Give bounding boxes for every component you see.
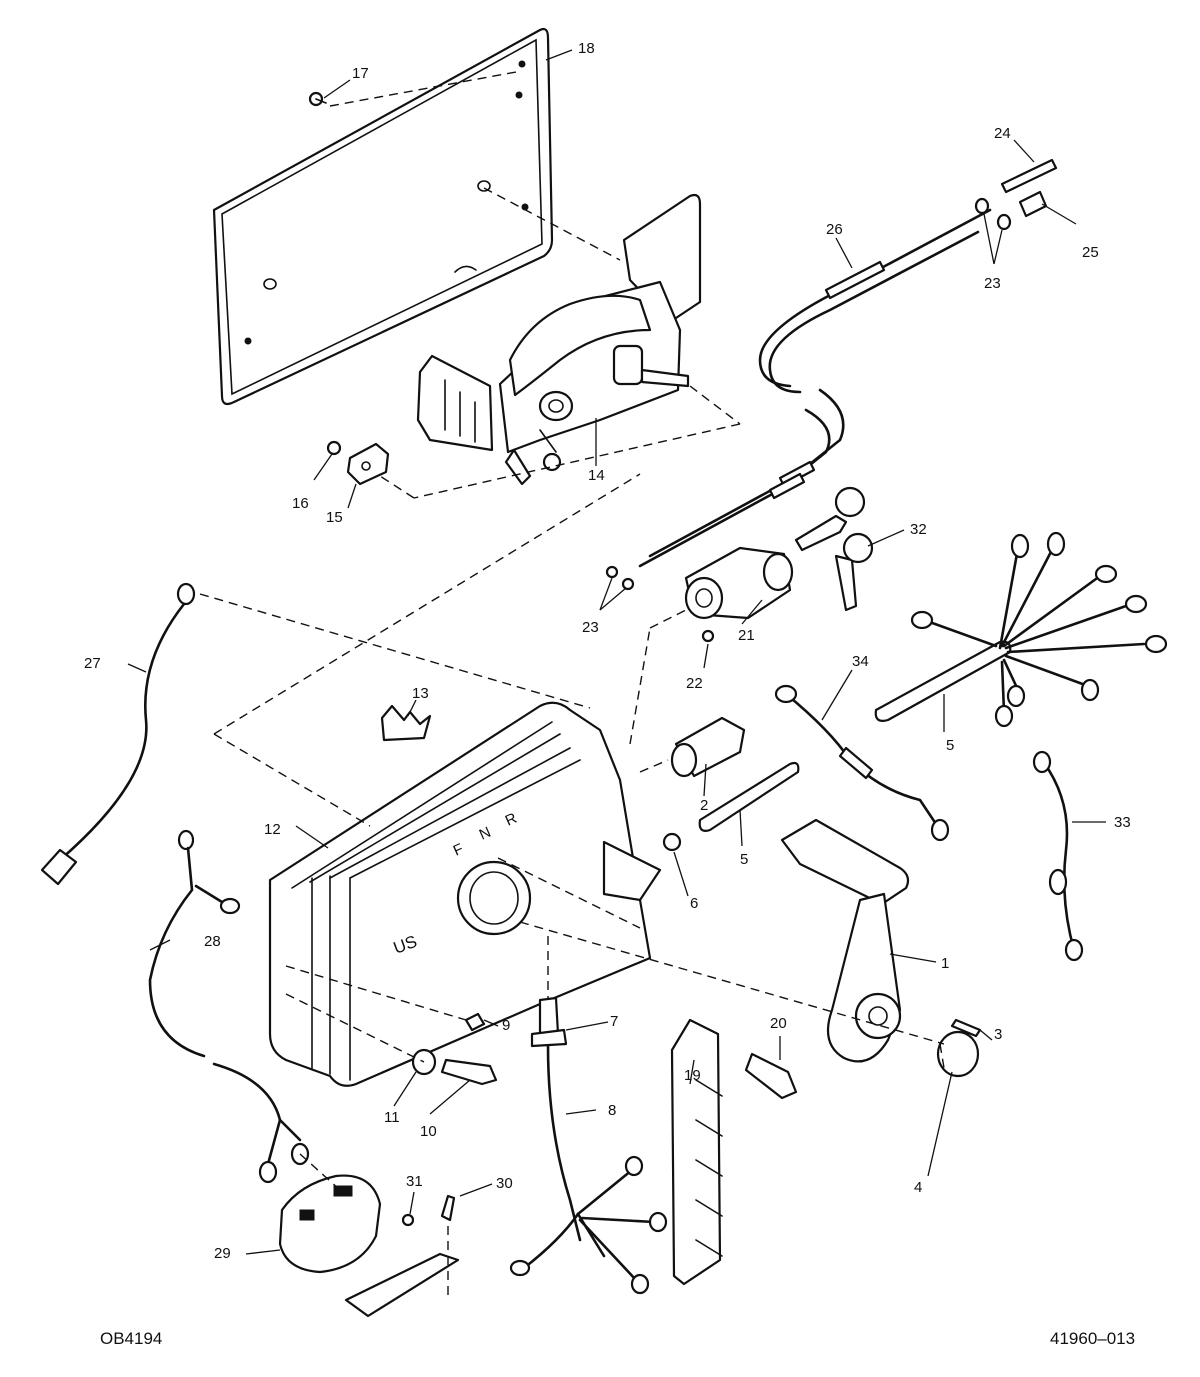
bolt-10 bbox=[440, 1058, 498, 1086]
wire-lead-33 bbox=[1032, 750, 1084, 962]
callout-28: 28 bbox=[204, 933, 221, 950]
cap-4 bbox=[936, 1030, 980, 1078]
callout-32: 32 bbox=[910, 521, 927, 538]
callout-9: 9 bbox=[502, 1017, 510, 1034]
leader-lines bbox=[127, 49, 1106, 1255]
nut-22 bbox=[701, 629, 715, 643]
callout-33: 33 bbox=[1114, 814, 1131, 831]
nut-16 bbox=[326, 440, 342, 456]
callout-13: 13 bbox=[412, 685, 429, 702]
callout-30: 30 bbox=[496, 1175, 513, 1192]
figure-code-right: 41960–013 bbox=[1050, 1329, 1135, 1348]
screw-17 bbox=[308, 91, 327, 107]
figure-code-left: OB4194 bbox=[100, 1329, 162, 1348]
screw-3 bbox=[950, 1018, 982, 1038]
lanyard bbox=[774, 684, 950, 842]
ignition-switch bbox=[684, 546, 794, 620]
callout-20: 20 bbox=[770, 1015, 787, 1032]
callout-17: 17 bbox=[352, 65, 369, 82]
fasteners-23-24-25 bbox=[974, 158, 1058, 231]
callout-27: 27 bbox=[84, 655, 101, 672]
callout-7: 7 bbox=[610, 1013, 618, 1030]
callout-26: 26 bbox=[826, 221, 843, 238]
callout-18: 18 bbox=[578, 40, 595, 57]
callout-5a: 5 bbox=[946, 737, 954, 754]
washer-6 bbox=[662, 832, 682, 852]
callout-labels: 1 2 3 4 5 5 6 7 8 9 10 11 12 13 14 15 16… bbox=[84, 40, 1131, 1262]
wire-lead-28 bbox=[148, 829, 310, 1184]
screw-30-31 bbox=[401, 1194, 456, 1227]
callout-5b: 5 bbox=[740, 851, 748, 868]
callout-6: 6 bbox=[690, 895, 698, 912]
callout-23-upper: 23 bbox=[984, 275, 1001, 292]
bracket-15 bbox=[346, 442, 390, 486]
callout-15: 15 bbox=[326, 509, 343, 526]
callout-29: 29 bbox=[214, 1245, 231, 1262]
control-housing: US F N R bbox=[268, 701, 662, 1087]
warning-horn bbox=[278, 1174, 460, 1318]
terminal-block bbox=[670, 1018, 723, 1286]
callout-23-lower: 23 bbox=[582, 619, 599, 636]
callout-2: 2 bbox=[700, 797, 708, 814]
screw-9 bbox=[464, 1012, 486, 1032]
callout-22: 22 bbox=[686, 675, 703, 692]
control-handle bbox=[780, 818, 910, 1063]
wire-lead-27 bbox=[40, 582, 196, 886]
mounting-plate bbox=[212, 27, 554, 406]
callout-19: 19 bbox=[684, 1067, 701, 1084]
control-mechanism bbox=[416, 193, 702, 486]
callout-1: 1 bbox=[941, 955, 949, 972]
callout-24: 24 bbox=[994, 125, 1011, 142]
harness-8 bbox=[509, 996, 668, 1295]
callout-10: 10 bbox=[420, 1123, 437, 1140]
shaft-5 bbox=[698, 761, 800, 832]
callout-16: 16 bbox=[292, 495, 309, 512]
explode-lines bbox=[199, 71, 945, 1300]
control-cables bbox=[638, 208, 992, 568]
callout-25: 25 bbox=[1082, 244, 1099, 261]
nuts-23-lower bbox=[605, 565, 635, 591]
callout-4: 4 bbox=[914, 1179, 922, 1196]
callout-21: 21 bbox=[738, 627, 755, 644]
callout-11: 11 bbox=[384, 1109, 400, 1126]
clip-13 bbox=[380, 704, 432, 742]
callout-34: 34 bbox=[852, 653, 869, 670]
wiring-harness bbox=[874, 531, 1168, 728]
neutral-switch bbox=[670, 716, 746, 778]
callout-31: 31 bbox=[406, 1173, 423, 1190]
callout-3: 3 bbox=[994, 1026, 1002, 1043]
screw-20 bbox=[744, 1052, 798, 1100]
callout-8: 8 bbox=[608, 1102, 616, 1119]
callout-14: 14 bbox=[588, 467, 605, 484]
callout-12: 12 bbox=[264, 821, 281, 838]
ignition-keys bbox=[794, 486, 874, 612]
